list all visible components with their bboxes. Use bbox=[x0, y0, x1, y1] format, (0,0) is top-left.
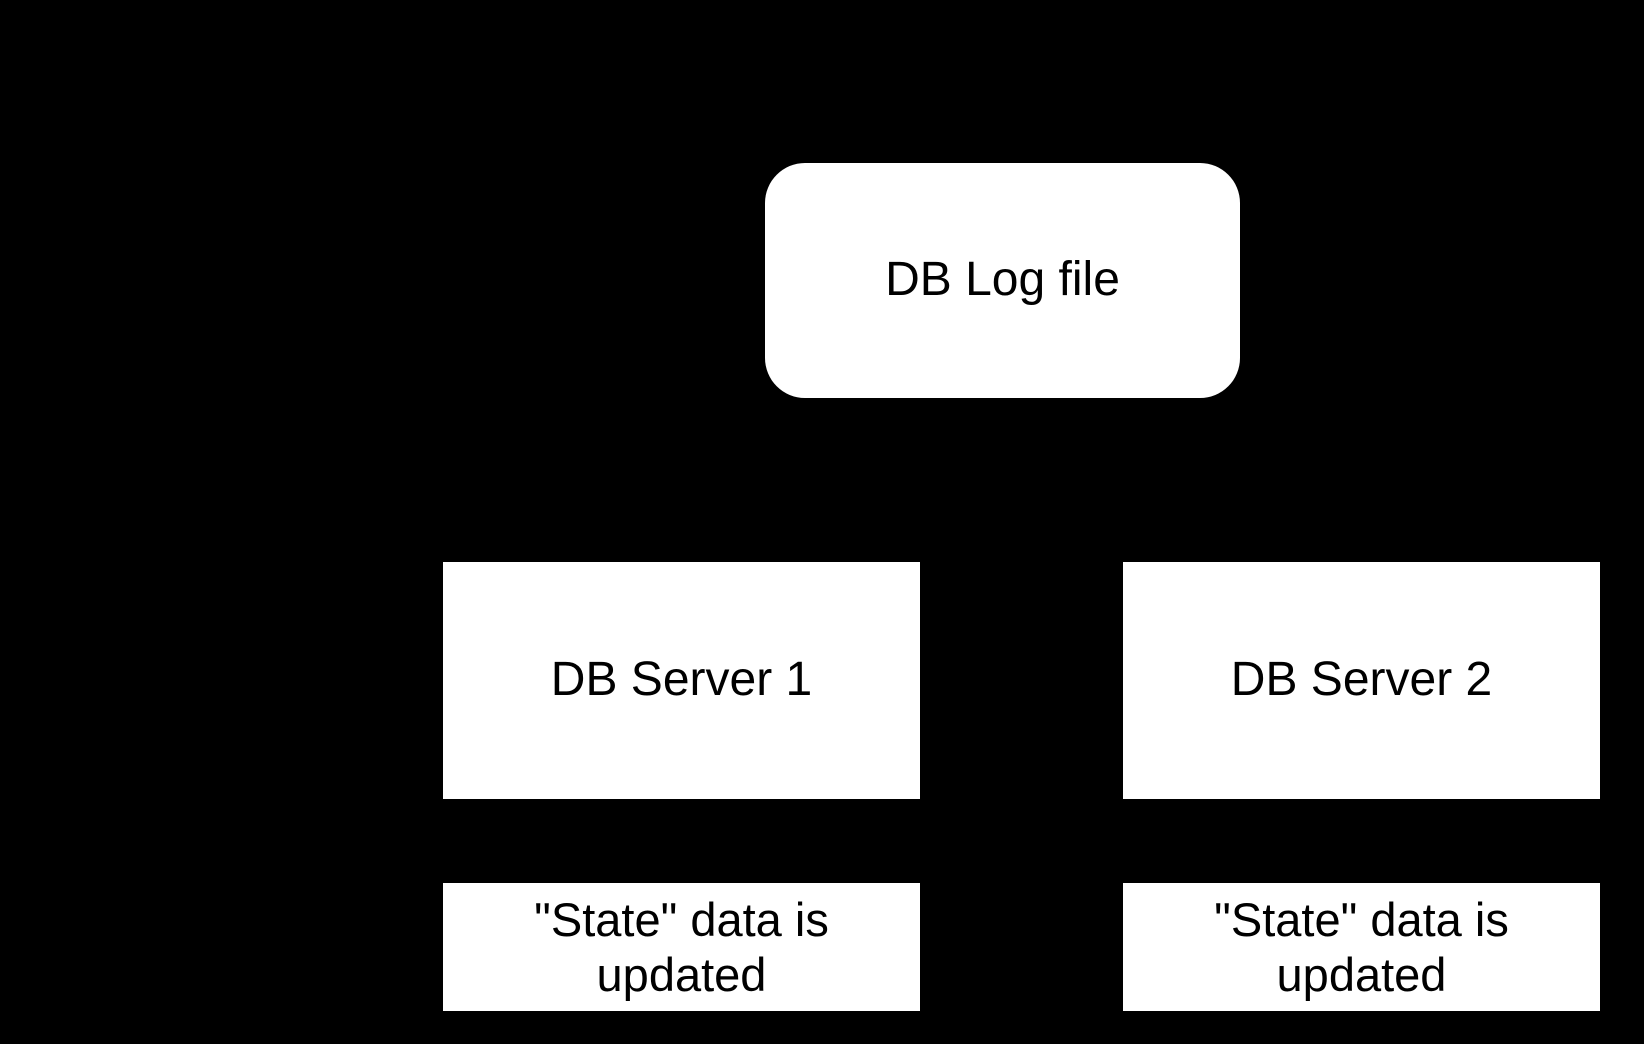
db-log-file-label: DB Log file bbox=[885, 253, 1120, 307]
node-db-server-1: DB Server 1 bbox=[443, 562, 920, 799]
node-state-data-updated-1: "State" data is updated bbox=[443, 883, 920, 1011]
state-1-label-line-1: "State" data is bbox=[534, 892, 829, 946]
db-server-2-label: DB Server 2 bbox=[1230, 653, 1493, 707]
db-server-1-label: DB Server 1 bbox=[550, 653, 813, 707]
state-2-label-line-2: updated bbox=[1276, 948, 1447, 1001]
node-db-server-2: DB Server 2 bbox=[1123, 562, 1600, 799]
state-2-label-line-1: "State" data is bbox=[1214, 892, 1509, 946]
state-1-label-line-2: updated bbox=[596, 948, 767, 1001]
node-db-log-file: DB Log file bbox=[765, 163, 1240, 398]
node-state-data-updated-2: "State" data is updated bbox=[1123, 883, 1600, 1011]
